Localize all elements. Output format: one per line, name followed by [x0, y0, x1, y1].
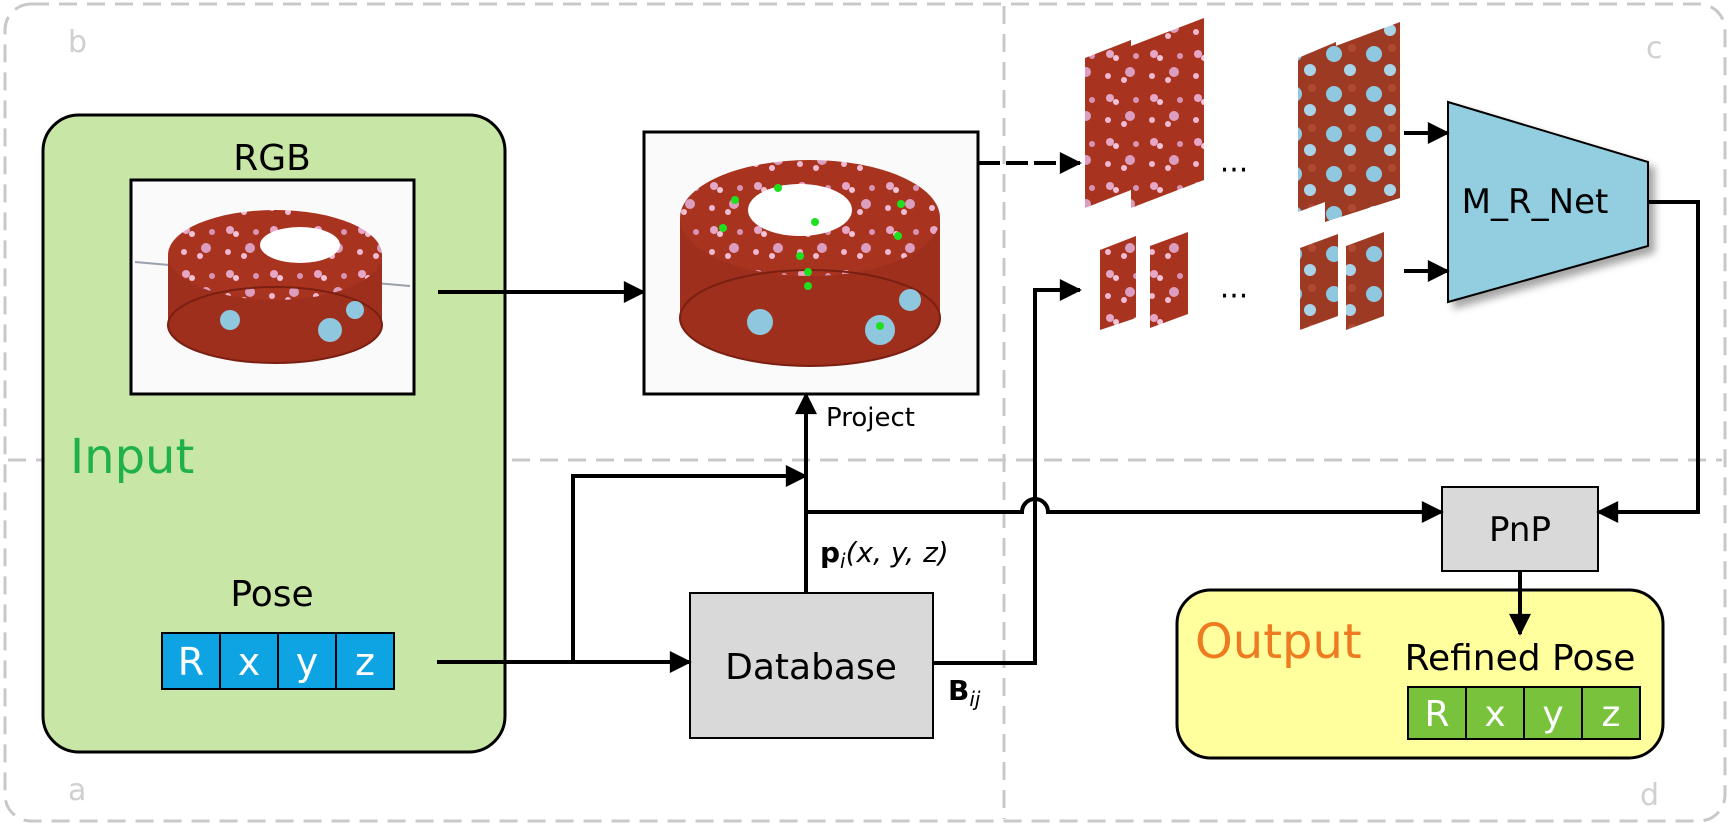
keypoint — [804, 268, 812, 276]
quadrant-label-a: a — [68, 773, 86, 808]
connectors — [437, 122, 1700, 673]
refined-pose-label: Refined Pose — [1405, 638, 1636, 679]
refined-cell-y — [1523, 686, 1583, 740]
pose-cell-r — [161, 632, 221, 690]
keypoint — [876, 322, 884, 330]
keypoint — [774, 184, 782, 192]
refined-cell-r — [1407, 686, 1467, 740]
refined-value-r: R — [1424, 694, 1449, 735]
quadrant-label-d: d — [1640, 778, 1659, 813]
keypoint — [804, 282, 812, 290]
keypoint — [897, 200, 905, 208]
projected-image — [642, 130, 980, 396]
arrow-net-to-pnp — [1596, 200, 1700, 523]
pose-value-x: x — [238, 640, 261, 684]
pnp-label: PnP — [1489, 510, 1551, 550]
arrow-points-to-pnp — [806, 497, 1444, 523]
pose-value-r: R — [178, 640, 204, 684]
input-pose-vector: R x y z — [161, 632, 395, 690]
arrow-pose-branch — [571, 465, 808, 662]
pose-label: Pose — [230, 574, 313, 615]
input-title: Input — [70, 429, 194, 485]
arrow-boxes-to-patches — [933, 279, 1082, 665]
project-label: Project — [826, 403, 915, 433]
pose-value-y: y — [296, 640, 319, 684]
ellipsis-top: ··· — [1220, 153, 1249, 188]
box-label: Bij — [948, 674, 981, 711]
m-r-net-label: M_R_Net — [1462, 182, 1609, 222]
patches-small — [1100, 232, 1384, 330]
refined-value-y: y — [1542, 694, 1563, 735]
database-box — [689, 592, 934, 739]
keypoint — [719, 224, 727, 232]
refined-value-z: z — [1602, 694, 1621, 735]
refined-cell-z — [1581, 686, 1641, 740]
ellipsis-bottom: ··· — [1220, 279, 1249, 314]
pose-cell-z — [335, 632, 395, 690]
pose-value-z: z — [355, 640, 375, 684]
refined-pose-vector: R x y z — [1407, 686, 1641, 740]
keypoint — [894, 232, 902, 240]
outer-frame — [3, 2, 1727, 823]
point-label: pi(x, y, z) — [820, 536, 949, 573]
database-label: Database — [725, 647, 897, 688]
pnp-box — [1441, 486, 1599, 572]
refined-cell-x — [1465, 686, 1525, 740]
rgb-label: RGB — [233, 138, 311, 179]
patches-large — [1085, 18, 1400, 222]
quadrant-label-c: c — [1646, 31, 1663, 66]
pose-cell-y — [277, 632, 337, 690]
rgb-image — [129, 178, 416, 396]
keypoint — [796, 252, 804, 260]
keypoint — [811, 218, 819, 226]
m-r-net-block — [1447, 100, 1649, 304]
output-title: Output — [1195, 614, 1362, 670]
keypoint — [731, 196, 739, 204]
quadrant-label-b: b — [68, 25, 87, 60]
refined-value-x: x — [1484, 694, 1505, 735]
